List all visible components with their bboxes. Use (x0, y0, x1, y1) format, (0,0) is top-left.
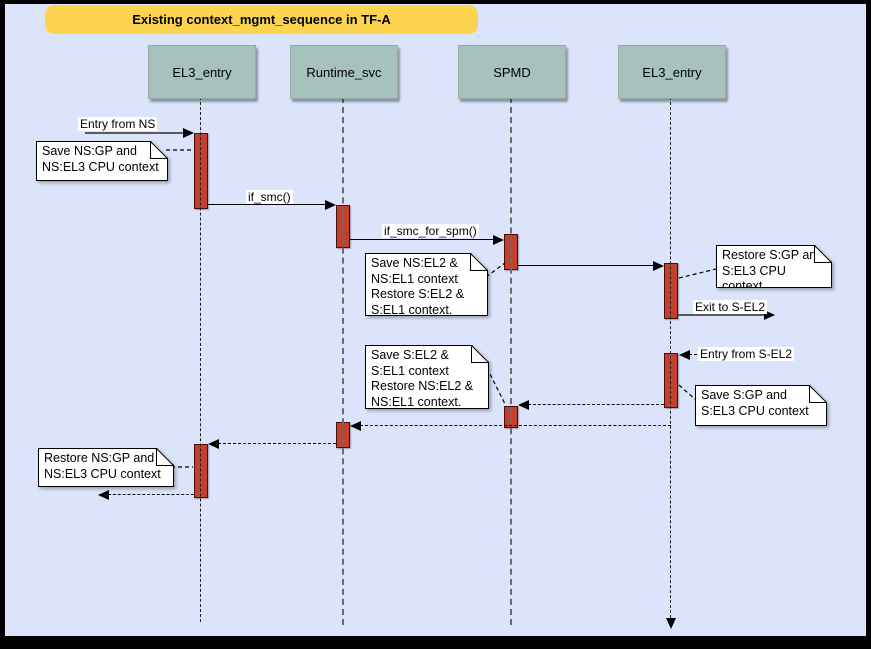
arrowhead-entry-from-ns (183, 128, 194, 138)
note-save-ns-gp: Save NS:GP and NS:EL3 CPU context (36, 141, 168, 181)
message-label-if-smc: if_smc() (246, 190, 293, 204)
diagram-canvas: Entry from NS if_smc() if_smc_for_spm() … (5, 4, 866, 636)
message-line-spmd-to-el3 (518, 265, 654, 266)
note-text: Save NS:GP and NS:EL3 CPU context (36, 141, 168, 181)
arrowhead-el3-return-out (98, 490, 109, 500)
lifeline-spmd (510, 97, 512, 625)
note-restore-s-gp: Restore S:GP and S:EL3 CPU context (716, 245, 832, 288)
message-line-if-smc-for-spm (350, 239, 494, 240)
actor-el3-entry-left: EL3_entry (148, 45, 256, 99)
lifeline-el3-right (670, 97, 671, 618)
arrowhead-if-smc (325, 200, 336, 210)
lifeline-el3-left (200, 97, 201, 622)
arrowhead-el3-to-runtime-return (350, 421, 361, 431)
note-restore-ns-gp: Restore NS:GP and NS:EL3 CPU context (38, 448, 174, 487)
note-save-s-el2: Save S:EL2 & S:EL1 context Restore NS:EL… (365, 345, 489, 409)
activation-el3-right-2 (664, 353, 678, 408)
message-line-el3-return-out (108, 494, 194, 495)
connector-note-restore-s-gp (678, 268, 717, 279)
note-fold-icon (471, 345, 489, 363)
arrowhead-spmd-to-el3 (653, 261, 664, 271)
arrowhead-entry-from-sel2 (679, 350, 690, 360)
message-label-entry-from-sel2: Entry from S-EL2 (698, 347, 795, 361)
message-line-entry-from-ns (85, 132, 185, 134)
actor-el3-entry-right: EL3_entry (618, 45, 726, 99)
connector-note-save-s-el2 (486, 367, 506, 405)
note-save-s-gp: Save S:GP and S:EL3 CPU context (695, 385, 827, 426)
note-fold-icon (150, 141, 168, 159)
arrowhead-runtime-to-el3-return (208, 439, 219, 449)
arrowhead-exit-to-sel2 (764, 310, 775, 320)
activation-el3-left-2 (194, 444, 208, 498)
arrowhead-if-smc-for-spm (493, 235, 504, 245)
message-label-entry-from-ns: Entry from NS (78, 117, 158, 131)
message-label-exit-to-sel2: Exit to S-EL2 (693, 300, 768, 314)
note-text: Restore S:GP and S:EL3 CPU context (716, 245, 832, 288)
message-line-exit-to-sel2 (678, 314, 768, 316)
actor-runtime-svc: Runtime_svc (290, 45, 398, 99)
note-connectors (166, 149, 717, 468)
activation-el3-right-1 (664, 263, 678, 319)
note-fold-icon (814, 245, 832, 263)
message-line-runtime-to-el3-return (218, 443, 336, 444)
diagram-title: Existing context_mgmt_sequence in TF-A (45, 5, 478, 34)
actor-label: SPMD (493, 64, 531, 80)
actor-spmd: SPMD (458, 45, 566, 99)
connector-note-save-ns-el2 (485, 262, 506, 278)
activation-el3-left-1 (194, 133, 208, 209)
note-text: Restore NS:GP and NS:EL3 CPU context (38, 448, 174, 487)
actor-label: EL3_entry (172, 64, 232, 80)
actor-label: EL3_entry (642, 64, 702, 80)
note-fold-icon (809, 385, 827, 403)
note-text: Save S:GP and S:EL3 CPU context (695, 385, 827, 426)
note-text: Save S:EL2 & S:EL1 context Restore NS:EL… (365, 345, 489, 409)
note-fold-icon (156, 448, 174, 466)
message-line-if-smc (208, 204, 326, 205)
actor-label: Runtime_svc (306, 64, 382, 80)
message-line-el3-to-spmd-return (528, 404, 664, 405)
lifeline-runtime-svc (342, 97, 344, 625)
note-save-ns-el2: Save NS:EL2 & NS:EL1 context Restore S:E… (365, 253, 488, 316)
note-text: Save NS:EL2 & NS:EL1 context Restore S:E… (365, 253, 488, 316)
message-line-el3-to-runtime-return (360, 425, 671, 426)
note-fold-icon (470, 253, 488, 271)
lifeline-end-arrow-icon (666, 618, 676, 629)
message-label-if-smc-for-spm: if_smc_for_spm() (382, 224, 479, 238)
arrowhead-el3-to-spmd-return (518, 400, 529, 410)
